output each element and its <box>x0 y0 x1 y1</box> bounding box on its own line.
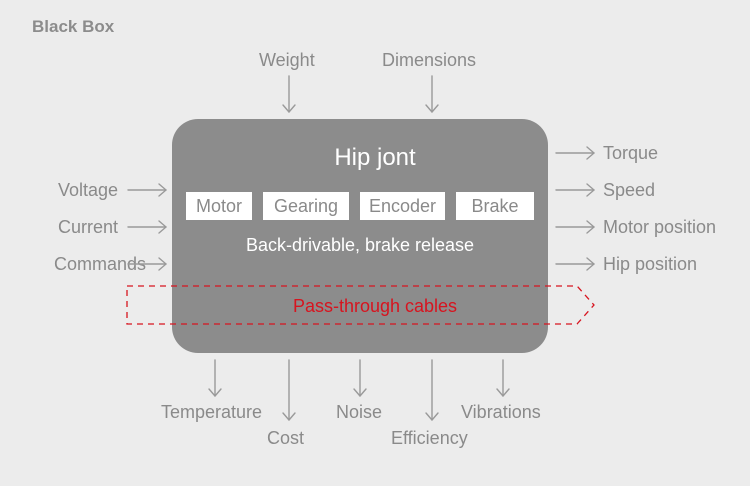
box-subtitle: Back-drivable, brake release <box>245 235 475 255</box>
diagram-title: Black Box <box>32 17 115 36</box>
output-cost: Cost <box>267 428 305 448</box>
arrow-temperature <box>208 359 222 397</box>
arrow-vibrations <box>496 359 510 397</box>
output-hip-position: Hip position <box>603 254 698 274</box>
arrow-torque <box>555 146 595 160</box>
output-vibrations: Vibrations <box>461 402 541 422</box>
arrow-voltage <box>127 183 167 197</box>
component-gearing: Gearing <box>263 192 349 220</box>
input-voltage: Voltage <box>57 180 118 200</box>
arrow-speed <box>555 183 595 197</box>
output-efficiency: Efficiency <box>391 428 468 448</box>
component-motor: Motor <box>186 192 252 220</box>
arrow-motor-position <box>555 220 595 234</box>
output-noise: Noise <box>336 402 383 422</box>
component-brake: Brake <box>456 192 534 220</box>
box-title: Hip jont <box>334 144 416 171</box>
input-dimensions: Dimensions <box>382 50 477 70</box>
pass-through-outline <box>126 285 595 325</box>
arrow-weight <box>282 75 296 113</box>
input-current: Current <box>57 217 118 237</box>
arrow-commands <box>127 257 167 271</box>
output-torque: Torque <box>603 143 659 163</box>
black-box <box>172 119 548 353</box>
output-motor-position: Motor position <box>603 217 717 237</box>
input-weight: Weight <box>259 50 315 70</box>
arrow-efficiency <box>425 359 439 421</box>
input-commands: Commands <box>53 254 146 274</box>
pass-through-label: Pass-through cables <box>292 296 458 316</box>
arrow-cost <box>282 359 296 421</box>
arrow-noise <box>353 359 367 397</box>
arrow-dimensions <box>425 75 439 113</box>
arrow-current <box>127 220 167 234</box>
component-encoder: Encoder <box>360 192 445 220</box>
output-speed: Speed <box>603 180 656 200</box>
arrow-hip-position <box>555 257 595 271</box>
output-temperature: Temperature <box>161 402 263 422</box>
